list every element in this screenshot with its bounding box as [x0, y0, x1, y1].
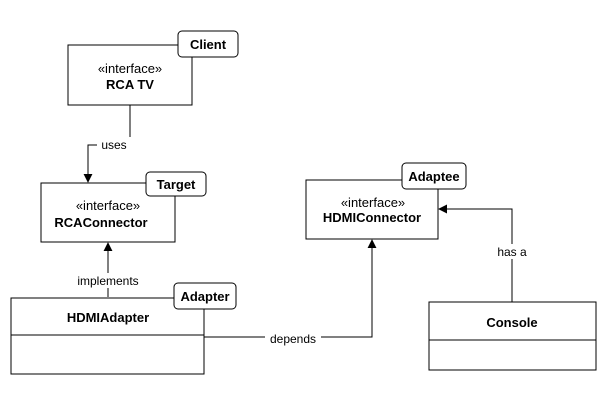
adaptee-tag: Adaptee [401, 162, 467, 190]
target-node: «interface» RCAConnector [40, 182, 176, 243]
client-tag: Client [177, 30, 239, 58]
edge-has-a-label: has a [497, 245, 527, 259]
edge-depends: depends [204, 239, 377, 346]
edge-uses-label: uses [101, 138, 126, 152]
edge-implements: implements [72, 242, 144, 297]
edge-depends-label: depends [270, 332, 316, 346]
client-stereotype: «interface» [98, 61, 162, 76]
client-name: RCA TV [106, 77, 154, 92]
adaptee-node: «interface» HDMIConnector [305, 179, 439, 240]
edge-uses: uses [83, 105, 131, 183]
client-node: «interface» RCA TV [67, 44, 193, 106]
console-class-box: Console [428, 301, 597, 371]
edge-implements-label: implements [77, 274, 138, 288]
adapter-tag-label: Adapter [180, 289, 229, 304]
target-stereotype: «interface» [76, 198, 140, 213]
target-tag-label: Target [157, 177, 196, 192]
console-name: Console [486, 315, 537, 330]
adaptee-name: HDMIConnector [323, 210, 421, 225]
adapter-class-box: HDMIAdapter [10, 297, 205, 375]
adaptee-stereotype: «interface» [341, 195, 405, 210]
adapter-tag: Adapter [173, 282, 237, 310]
adapter-name: HDMIAdapter [67, 310, 149, 325]
target-tag: Target [145, 171, 207, 197]
client-tag-label: Client [190, 37, 227, 52]
adaptee-tag-label: Adaptee [408, 169, 459, 184]
edge-has-a: has a [438, 204, 532, 302]
target-name: RCAConnector [54, 215, 147, 230]
